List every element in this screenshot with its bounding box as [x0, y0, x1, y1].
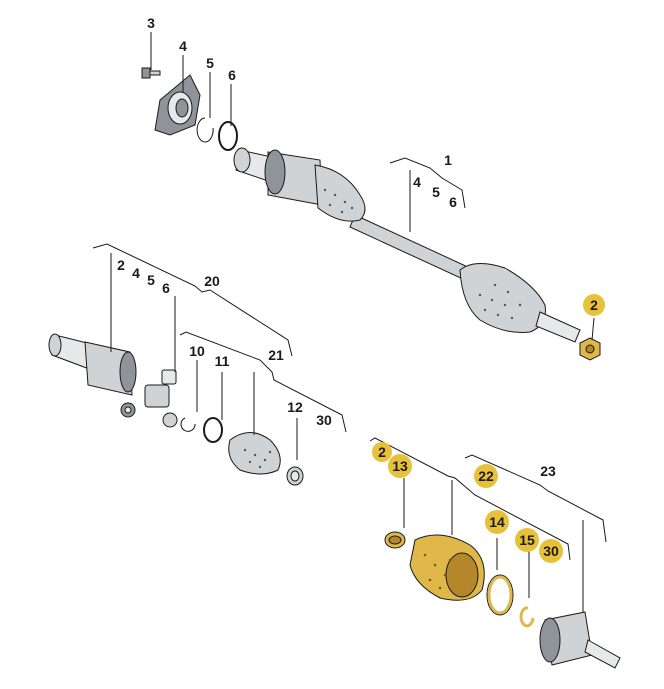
badge-2-right-bg: [583, 294, 605, 316]
joint-boot: [228, 432, 281, 475]
o-ring: [218, 121, 238, 151]
small-ring-hole: [124, 406, 132, 414]
callout-23: 23: [540, 463, 556, 479]
callout-12: 12: [287, 399, 303, 415]
joint-housing-face: [119, 351, 137, 393]
badge-22-bg: [474, 464, 498, 488]
joint-cage: [144, 384, 170, 408]
joint-spacer: [162, 412, 178, 428]
bolt: [141, 67, 161, 79]
badge-2-low: 2: [378, 444, 386, 460]
joint-boot-texture: [243, 448, 272, 469]
joint-ball: [161, 369, 177, 385]
callout-20-4: 4: [132, 265, 140, 281]
joint-stub-end: [48, 333, 62, 357]
badge-15-bg: [515, 528, 539, 552]
callout-4-top: 4: [179, 38, 187, 54]
callout-1-4: 4: [413, 174, 421, 190]
badge-2-low-bg: [372, 442, 392, 462]
callout-3: 3: [147, 15, 155, 31]
badge-13: 13: [392, 458, 408, 474]
callout-1-6: 6: [449, 194, 457, 210]
badge-13-bg: [388, 454, 412, 478]
callout-numbers: 3 4 5 6 1 4 5 6 2 2 4 5 6 20 10 11 21 12…: [117, 15, 598, 559]
stub-end: [233, 147, 251, 173]
callout-21: 21: [268, 347, 284, 363]
bolt-head: [141, 67, 151, 79]
bearing-bracket: [154, 74, 201, 136]
callout-6-top: 6: [228, 67, 236, 83]
badge-14: 14: [489, 514, 505, 530]
callout-11: 11: [215, 353, 230, 369]
small-clamp-hole: [388, 535, 402, 545]
callout-20: 20: [204, 273, 220, 289]
hex-nut-hole: [585, 344, 595, 354]
inner-boot: [314, 164, 366, 222]
inner-joint-exploded: [48, 333, 304, 486]
outer-joint-face: [539, 617, 561, 663]
callout-10: 10: [189, 343, 205, 359]
joint-circlip: [180, 417, 196, 432]
inner-joint-face: [264, 149, 286, 195]
badge-22: 22: [478, 468, 494, 484]
outer-boot: [459, 263, 546, 333]
outer-joint-exploded: [384, 531, 621, 669]
callout-20-6: 6: [162, 280, 170, 296]
badge-15: 15: [519, 532, 535, 548]
callout-30-left: 30: [316, 412, 332, 428]
large-clamp: [487, 575, 513, 615]
outer-circlip: [519, 606, 535, 628]
large-clamp-outline: [486, 574, 514, 616]
circlip: [196, 117, 214, 143]
badge-2-right: 2: [590, 297, 598, 313]
badge-30-bg: [539, 539, 563, 563]
callout-5-top: 5: [206, 55, 214, 71]
boot-clamp-hole: [290, 470, 300, 482]
callout-20-2: 2: [117, 257, 125, 273]
outer-stub: [535, 311, 581, 343]
bracket-bore-inner: [175, 98, 189, 118]
drive-shaft-assembly: [233, 147, 601, 361]
boot-texture: [323, 188, 522, 320]
outer-joint-stub: [584, 639, 621, 669]
badge-30: 30: [543, 543, 559, 559]
callout-1-5: 5: [432, 184, 440, 200]
outer-boot-texture: [423, 553, 452, 590]
callout-20-5: 5: [147, 272, 155, 288]
bolt-shank: [149, 70, 161, 76]
callout-1: 1: [444, 152, 452, 168]
highlight-badges: [372, 294, 605, 563]
joint-clamp: [203, 417, 223, 443]
joint-housing: [84, 341, 133, 396]
badge-14-bg: [485, 510, 509, 534]
leader-lines: [92, 32, 607, 612]
